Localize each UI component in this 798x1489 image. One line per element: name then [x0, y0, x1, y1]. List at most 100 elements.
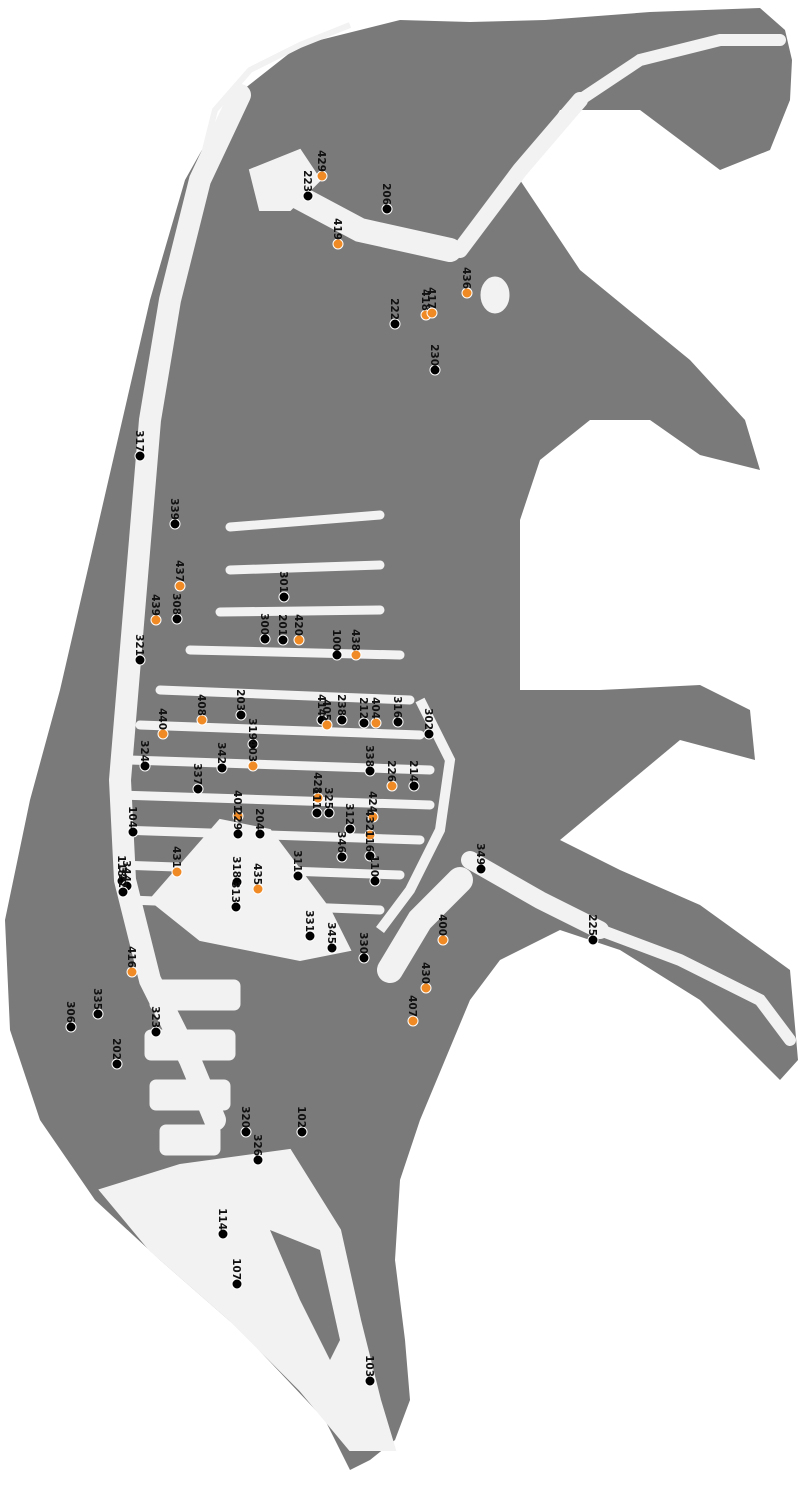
marker-label: 203	[234, 689, 246, 711]
marker-label: 331	[303, 910, 315, 932]
marker-dot-black	[327, 943, 337, 953]
marker-dot-black	[260, 634, 270, 644]
marker-dot-orange	[172, 867, 182, 877]
marker-label: 403	[246, 740, 258, 762]
marker-dot-black	[279, 592, 289, 602]
marker-dot-orange	[408, 1016, 418, 1026]
marker-label: 431	[170, 846, 182, 868]
marker-dot-black	[172, 614, 182, 624]
marker-dot-orange	[151, 615, 161, 625]
marker-dot-orange	[253, 884, 263, 894]
marker-dot-black	[93, 1009, 103, 1019]
marker-label: 100	[330, 629, 342, 651]
marker-dot-orange	[387, 781, 397, 791]
marker-212: 212	[357, 697, 369, 728]
marker-322: 322	[116, 866, 128, 897]
marker-dot-black	[424, 729, 434, 739]
marker-label: 229	[231, 808, 243, 830]
marker-label: 202	[110, 1038, 122, 1060]
marker-dot-black	[332, 650, 342, 660]
marker-label: 111	[310, 787, 322, 809]
marker-437: 437	[173, 560, 185, 591]
marker-214: 214	[407, 760, 419, 791]
marker-dot-black	[170, 519, 180, 529]
marker-label: 432	[363, 809, 375, 831]
marker-label: 201	[276, 614, 288, 636]
marker-label: 437	[173, 560, 185, 582]
marker-102: 102	[295, 1106, 307, 1137]
marker-dot-orange	[462, 288, 472, 298]
marker-dot-orange	[317, 171, 327, 181]
marker-label: 316	[391, 696, 403, 718]
marker-dot-black	[231, 902, 241, 912]
marker-label: 337	[191, 763, 203, 785]
marker-dot-orange	[294, 635, 304, 645]
marker-316: 316	[391, 696, 403, 727]
marker-label: 104	[126, 806, 138, 828]
marker-311: 311	[291, 850, 303, 881]
marker-label: 338	[363, 745, 375, 767]
marker-label: 116	[363, 830, 375, 852]
marker-label: 222	[388, 298, 400, 320]
marker-dot-black	[370, 876, 380, 886]
hind-hoof-bone	[481, 277, 509, 313]
marker-label: 335	[91, 988, 103, 1010]
marker-313: 313	[229, 881, 241, 912]
marker-325: 325	[322, 787, 334, 818]
marker-300: 300	[258, 613, 270, 644]
marker-dot-black	[140, 761, 150, 771]
marker-label: 308	[170, 593, 182, 615]
marker-dot-black	[128, 827, 138, 837]
marker-dot-black	[118, 887, 128, 897]
marker-dot-black	[297, 1127, 307, 1137]
marker-label: 405	[320, 699, 332, 721]
marker-label: 212	[357, 697, 369, 719]
marker-104: 104	[126, 806, 138, 837]
marker-dot-black	[588, 935, 598, 945]
marker-dot-black	[430, 365, 440, 375]
marker-416: 416	[125, 946, 137, 977]
marker-dot-black	[255, 829, 265, 839]
marker-label: 323	[149, 1006, 161, 1028]
marker-100: 100	[330, 629, 342, 660]
marker-dot-black	[359, 953, 369, 963]
marker-107: 107	[230, 1258, 242, 1289]
marker-dot-orange	[248, 761, 258, 771]
marker-dot-black	[236, 710, 246, 720]
marker-label: 420	[292, 614, 304, 636]
marker-dot-orange	[333, 239, 343, 249]
marker-dot-black	[365, 1376, 375, 1386]
marker-label: 349	[474, 843, 486, 865]
marker-201: 201	[276, 614, 288, 645]
marker-435: 435	[251, 863, 263, 894]
marker-308: 308	[170, 593, 182, 624]
marker-114: 114	[216, 1208, 228, 1239]
marker-label: 320	[239, 1106, 251, 1128]
marker-label: 440	[156, 708, 168, 730]
marker-label: 301	[277, 571, 289, 593]
marker-dot-black	[232, 1279, 242, 1289]
marker-dot-orange	[322, 720, 332, 730]
marker-331: 331	[303, 910, 315, 941]
marker-label: 107	[230, 1258, 242, 1280]
marker-337: 337	[191, 763, 203, 794]
marker-dot-black	[365, 766, 375, 776]
marker-label: 300	[258, 613, 270, 635]
marker-203: 203	[234, 689, 246, 720]
marker-dot-black	[66, 1022, 76, 1032]
marker-label: 319	[246, 718, 258, 740]
marker-324: 324	[138, 740, 150, 771]
marker-label: 110	[368, 855, 380, 877]
marker-dot-black	[233, 829, 243, 839]
marker-403: 403	[246, 740, 258, 771]
marker-222: 222	[388, 298, 400, 329]
marker-110: 110	[368, 855, 380, 886]
marker-label: 311	[291, 850, 303, 872]
marker-label: 342	[215, 742, 227, 764]
marker-label: 306	[64, 1001, 76, 1023]
marker-dot-black	[193, 784, 203, 794]
marker-400: 400	[436, 914, 448, 945]
marker-204: 204	[253, 808, 265, 839]
marker-dot-black	[390, 319, 400, 329]
marker-431: 431	[170, 846, 182, 877]
